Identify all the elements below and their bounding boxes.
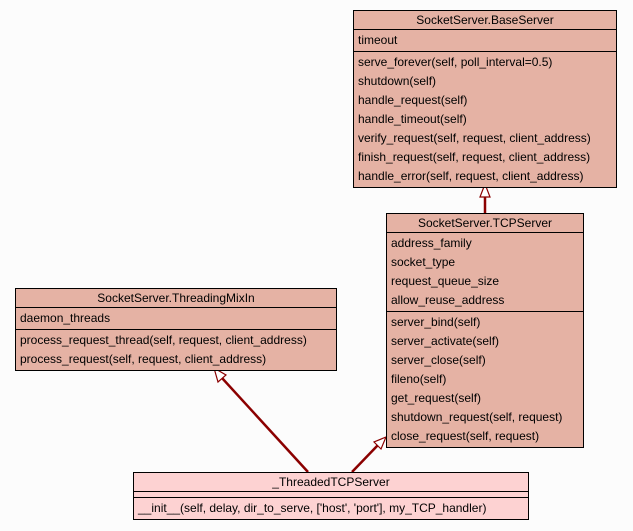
attributes-section: daemon_threads (16, 308, 336, 330)
method: server_bind(self) (391, 315, 481, 329)
generalization-arrowhead (479, 182, 491, 198)
method: server_close(self) (391, 353, 486, 367)
class-threading-mixin[interactable]: SocketServer.ThreadingMixIn daemon_threa… (15, 288, 337, 371)
class-name: SocketServer.TCPServer (387, 214, 583, 233)
class-name: _ThreadedTCPServer (134, 473, 528, 492)
method: fileno(self) (391, 372, 447, 386)
attribute: allow_reuse_address (391, 293, 505, 307)
method: handle_timeout(self) (358, 112, 467, 126)
method: shutdown_request(self, request) (391, 410, 563, 424)
methods-section: serve_forever(self, poll_interval=0.5) s… (354, 52, 616, 187)
attribute: request_queue_size (391, 274, 500, 288)
method: handle_request(self) (358, 93, 468, 107)
method: close_request(self, request) (391, 429, 540, 443)
class-tcp-server[interactable]: SocketServer.TCPServer address_family so… (386, 213, 584, 448)
attribute: address_family (391, 236, 472, 250)
methods-section: server_bind(self) server_activate(self) … (387, 312, 583, 447)
methods-section: process_request_thread(self, request, cl… (16, 330, 336, 370)
class-name: SocketServer.BaseServer (354, 11, 616, 30)
class-base-server[interactable]: SocketServer.BaseServer timeout serve_fo… (353, 10, 617, 188)
attributes-section (134, 492, 528, 498)
generalization-arrowhead (372, 435, 388, 451)
method: server_activate(self) (391, 334, 500, 348)
attribute: timeout (358, 33, 398, 47)
class-threaded-tcp-server[interactable]: _ThreadedTCPServer __init__(self, delay,… (133, 472, 529, 520)
method: shutdown(self) (358, 74, 437, 88)
attribute: daemon_threads (20, 311, 111, 325)
method: process_request(self, request, client_ad… (20, 352, 267, 366)
method: verify_request(self, request, client_add… (358, 131, 591, 145)
method: get_request(self) (391, 391, 482, 405)
class-name: SocketServer.ThreadingMixIn (16, 289, 336, 308)
attributes-section: address_family socket_type request_queue… (387, 233, 583, 312)
edge-threaded-to-tcpserver (351, 444, 379, 473)
method: serve_forever(self, poll_interval=0.5) (358, 55, 553, 69)
method: finish_request(self, request, client_add… (358, 150, 591, 164)
method: process_request_thread(self, request, cl… (20, 333, 307, 347)
methods-section: __init__(self, delay, dir_to_serve, ['ho… (134, 498, 528, 519)
edge-threaded-to-mixin (221, 377, 309, 473)
attribute: socket_type (391, 255, 456, 269)
method: __init__(self, delay, dir_to_serve, ['ho… (138, 501, 487, 515)
method: handle_error(self, request, client_addre… (358, 169, 584, 183)
generalization-arrowhead (213, 366, 228, 384)
attributes-section: timeout (354, 30, 616, 52)
